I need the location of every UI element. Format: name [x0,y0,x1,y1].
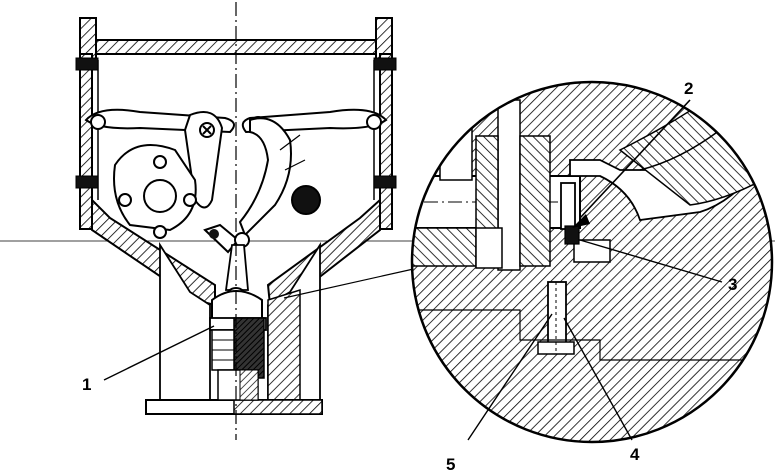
callout-leaders [103,99,723,441]
callout-5: 5 [446,455,455,474]
callout-3: 3 [728,275,737,294]
callout-2: 2 [684,79,693,98]
detail-view [410,80,774,444]
valve-body [75,17,397,415]
detail-leader-line [283,267,419,299]
seal-assembly [209,290,267,401]
callout-4: 4 [630,445,640,464]
callout-1: 1 [82,375,91,394]
